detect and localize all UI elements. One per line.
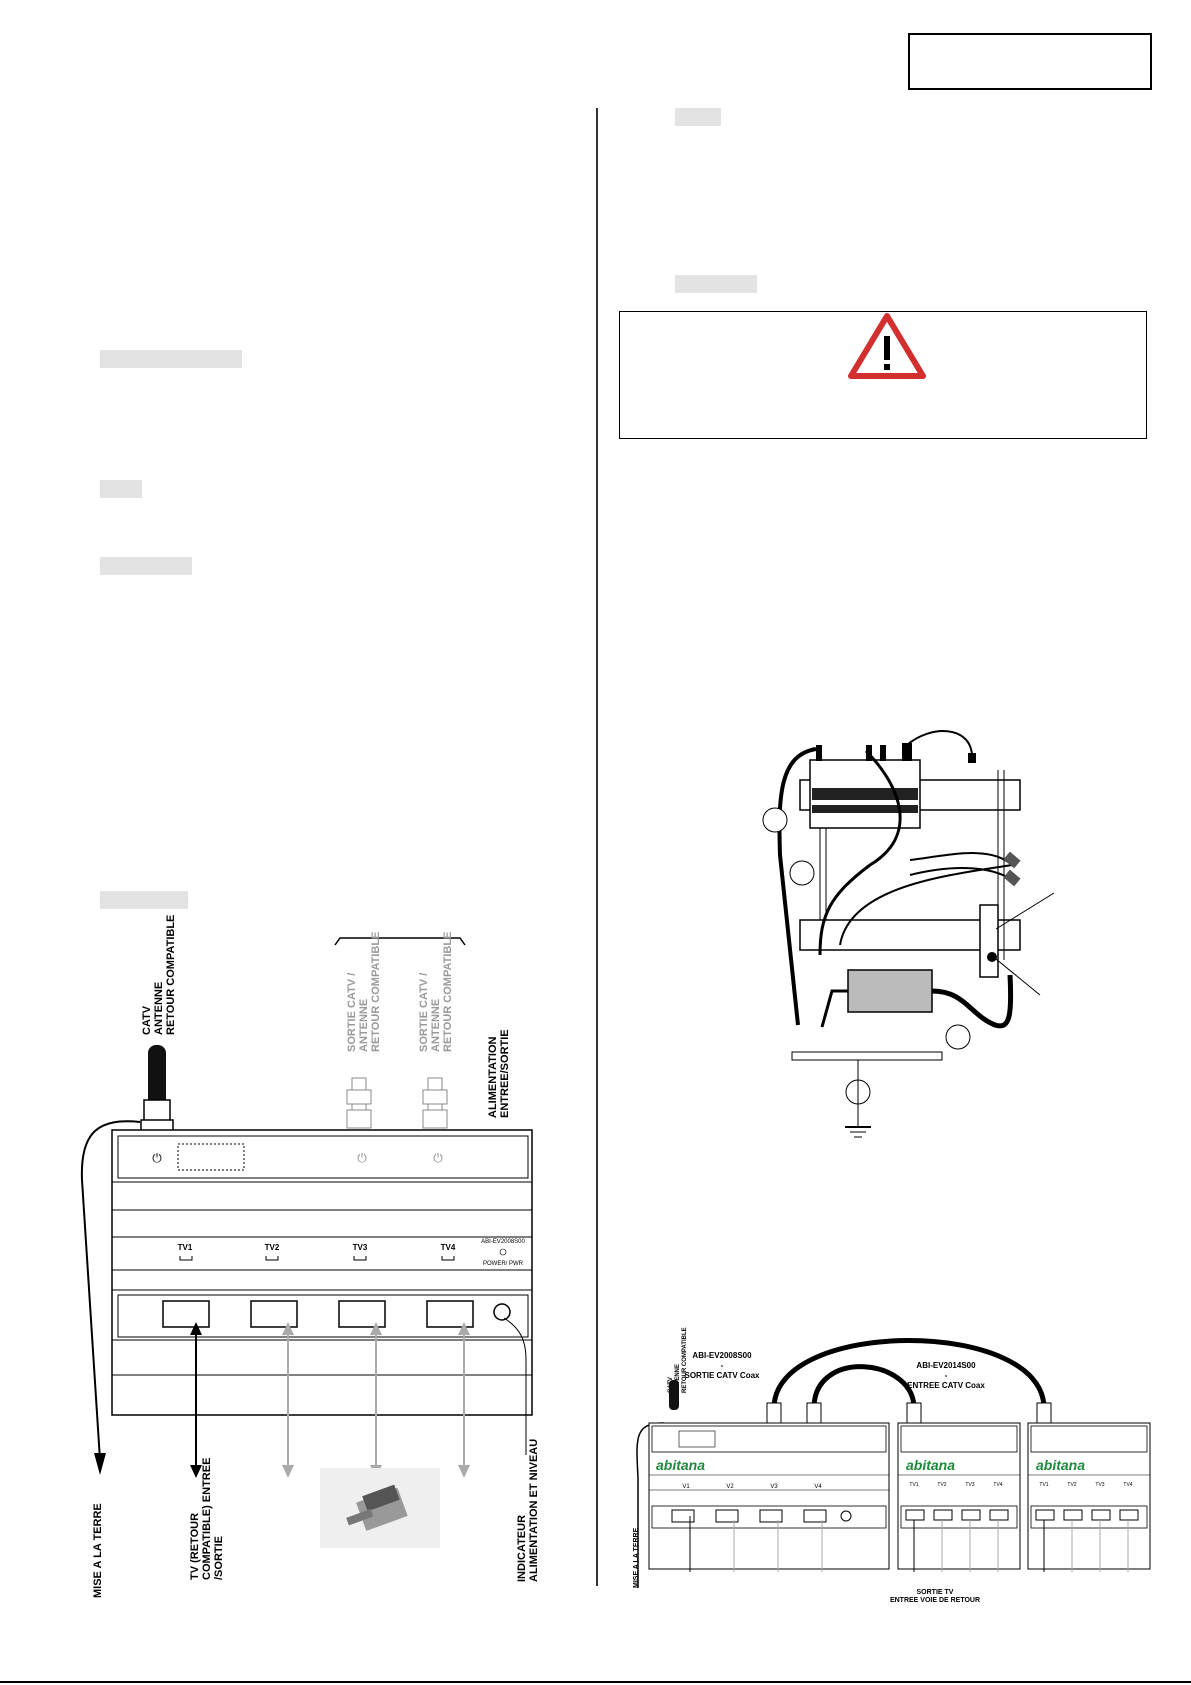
- cascade-right-desc-label: ENTREE CATV Coax: [907, 1381, 985, 1390]
- section-heading-bar: [675, 108, 721, 126]
- catv-output-1-label: SORTIE CATV / ANTENNE RETOUR COMPATIBLE: [346, 932, 382, 1052]
- port-label: TV2: [265, 1243, 280, 1252]
- catv-output-2-label: SORTIE CATV / ANTENNE RETOUR COMPATIBLE: [418, 932, 454, 1052]
- power-led-label: POWER/ PWR: [483, 1261, 524, 1267]
- cascade-right-dash-label: -: [945, 1371, 948, 1380]
- cascade-left-model-label: ABI-EV2008S00: [692, 1351, 752, 1360]
- port-label: TV4: [441, 1243, 456, 1252]
- cascade-port-label: V1: [682, 1484, 690, 1490]
- cascade-port-label: TV4: [993, 1482, 1002, 1488]
- cascade-port-label: V2: [726, 1484, 734, 1490]
- header-box: [908, 33, 1152, 90]
- section-heading-bar: [100, 480, 142, 498]
- brand-logo: abitana: [906, 1457, 955, 1473]
- model-label: ABI-EV2008S00: [481, 1239, 525, 1245]
- port-label: TV3: [353, 1243, 368, 1252]
- power-label: ALIMENTATION ENTREE/SORTIE: [487, 1029, 511, 1118]
- cascade-port-label: TV1: [1039, 1482, 1048, 1488]
- device-diagram: CATV ANTENNE RETOUR COMPATIBLE SORTIE CA…: [80, 915, 540, 1598]
- tv-port-label: TV (RETOUR COMPATIBLE) ENTREE /SORTIE: [189, 1455, 225, 1581]
- warning-triangle-icon: [848, 313, 926, 379]
- section-heading-bar: [100, 557, 192, 575]
- power-icon: ⏻: [357, 1151, 367, 1165]
- cascade-port-label: TV2: [937, 1482, 946, 1488]
- cascade-port-label: V4: [814, 1484, 822, 1490]
- cascade-diagram: ABI-EV2008S00 - SORTIE CATV Coax ABI-EV2…: [633, 1327, 1151, 1604]
- cascade-left-dash-label: -: [721, 1361, 724, 1370]
- cascade-port-label: TV1: [909, 1482, 918, 1488]
- warning-box: [619, 311, 1147, 439]
- brand-logo: abitana: [656, 1457, 705, 1473]
- section-heading-bar: [100, 891, 188, 909]
- column-divider: [596, 108, 598, 1586]
- indicator-label: INDICATEUR ALIMENTATION ET NIVEAU: [516, 1439, 540, 1582]
- cascade-port-label: TV2: [1067, 1482, 1076, 1488]
- ground-label: MISE A LA TERRE: [92, 1503, 104, 1598]
- port-label: TV1: [178, 1243, 193, 1252]
- cascade-ground-label: MISE A LA TERRE: [633, 1527, 640, 1588]
- installation-diagram: [762, 730, 1055, 1138]
- power-icon: ⏻: [152, 1151, 162, 1165]
- cascade-port-label: TV3: [965, 1482, 974, 1488]
- page-bottom-line: [0, 1681, 1191, 1683]
- cascade-bottom-label-2: ENTREE VOIE DE RETOUR: [890, 1597, 980, 1604]
- cascade-port-label: V3: [770, 1484, 778, 1490]
- cascade-right-model-label: ABI-EV2014S00: [916, 1361, 976, 1370]
- cascade-port-label: TV4: [1123, 1482, 1132, 1488]
- section-heading-bar: [100, 350, 242, 368]
- cascade-port-label: TV3: [1095, 1482, 1104, 1488]
- power-icon: ⏻: [433, 1151, 443, 1165]
- brand-logo: abitana: [1036, 1457, 1085, 1473]
- catv-input-label: CATV ANTENNE RETOUR COMPATIBLE: [141, 915, 177, 1035]
- section-heading-bar: [675, 275, 757, 293]
- cascade-left-desc-label: SORTIE CATV Coax: [685, 1371, 761, 1380]
- cascade-bottom-label-1: SORTIE TV: [917, 1589, 954, 1596]
